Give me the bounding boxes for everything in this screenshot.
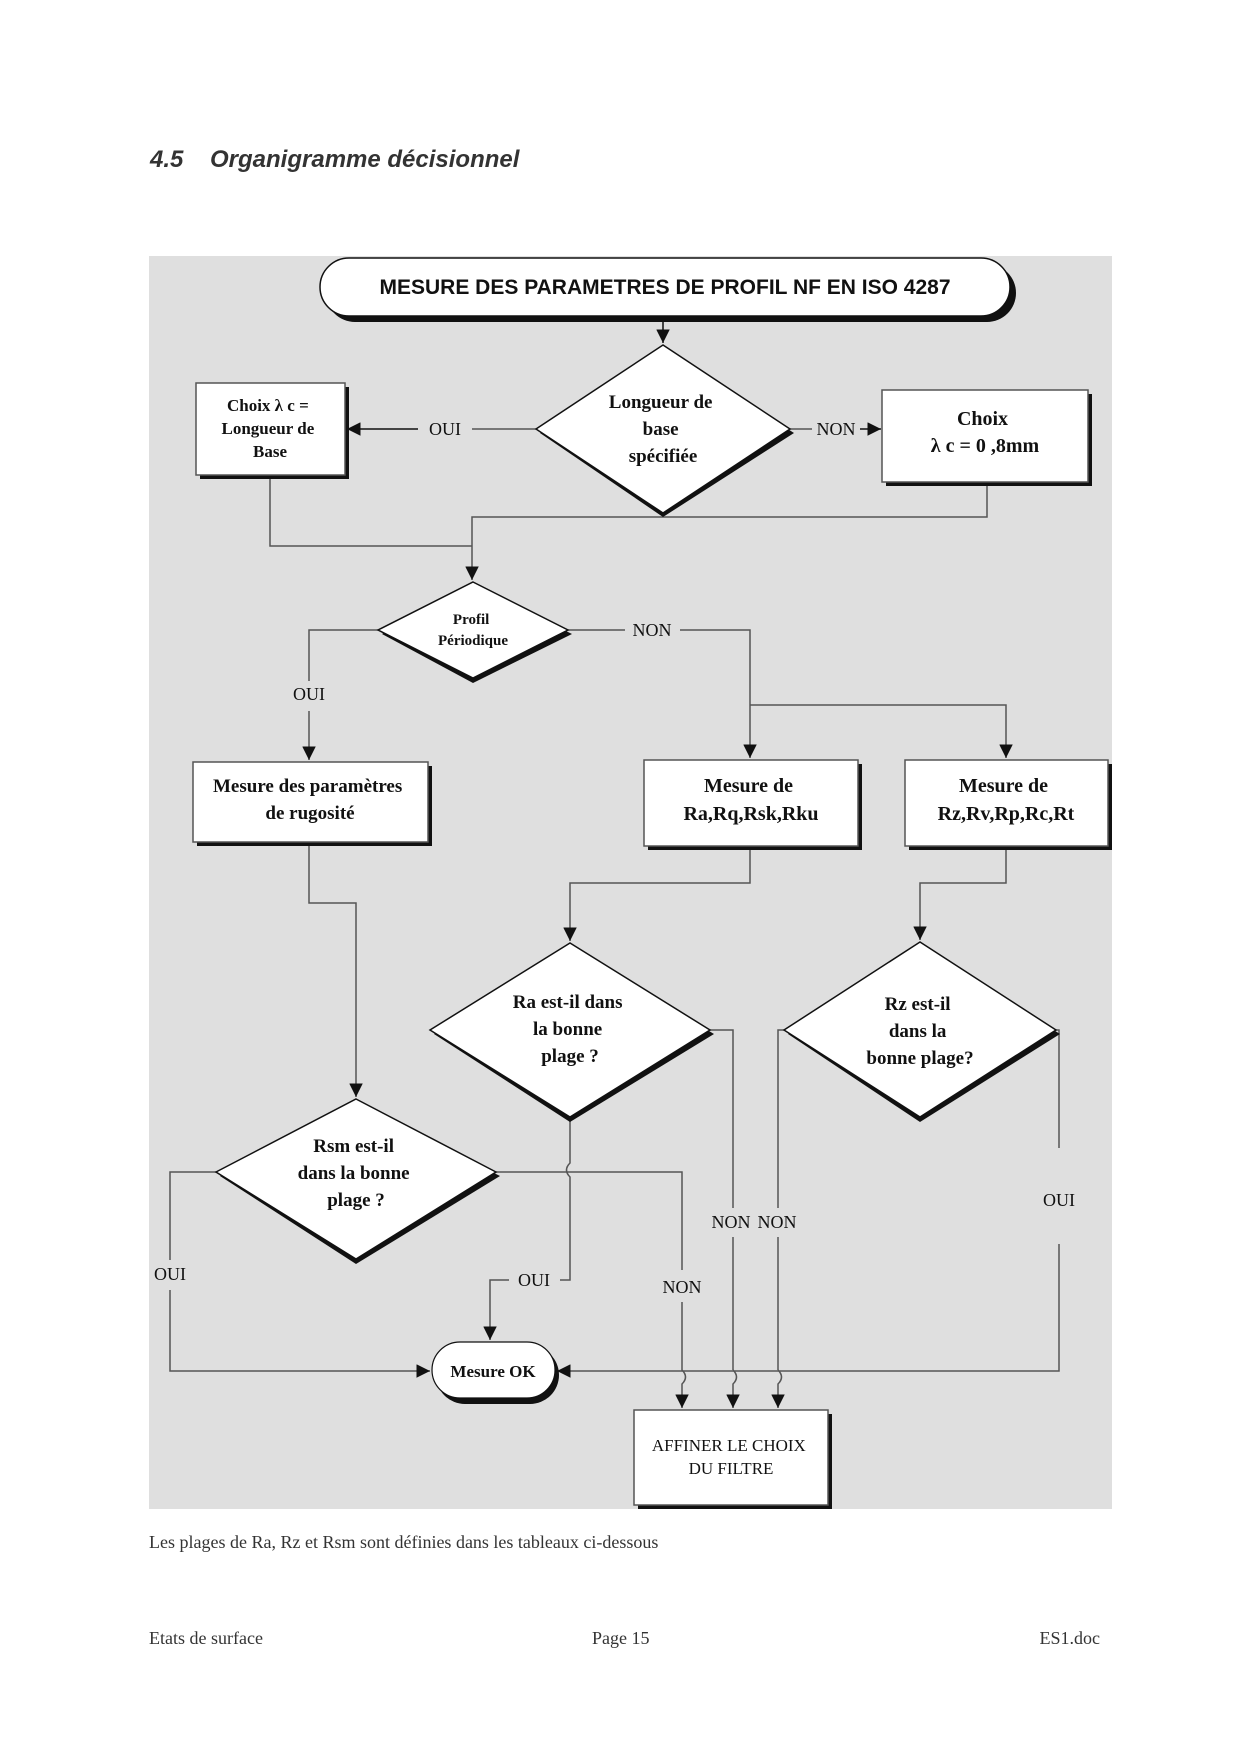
label-ra-non: NON xyxy=(712,1212,751,1232)
section-number: 4.5 xyxy=(150,146,184,173)
svg-text:Choix λ c = Longueur de: Choix λ c = Longueur de Base xyxy=(222,396,319,461)
connector-rsm-oui xyxy=(169,1171,216,1260)
label-base-non: NON xyxy=(817,419,856,439)
start-terminal: MESURE DES PARAMETRES DE PROFIL NF EN IS… xyxy=(319,257,1016,322)
decision-base-specified: Longueur de base spécifiée xyxy=(534,344,794,517)
decision-base-line2: base xyxy=(643,419,679,440)
label-base-oui: OUI xyxy=(429,419,461,439)
box-mesure-rugosite: Mesure des paramètres de rugosité xyxy=(192,761,432,846)
svg-text:AFFINER LE CHOIX DU FILT: AFFINER LE CHOIX DU FILTRE xyxy=(652,1436,810,1478)
connector-choix-base-merge xyxy=(269,475,472,547)
connector-rsm-non xyxy=(496,1171,683,1270)
label-rz-oui: OUI xyxy=(1043,1190,1075,1210)
label-periodique-oui: OUI xyxy=(293,684,325,704)
connector-periodique-oui xyxy=(308,629,378,681)
box-mesure-ra: Mesure de Ra,Rq,Rsk,Rku xyxy=(643,759,862,850)
svg-text:Mesure de Ra,Rq,Rsk,Rku: Mesure de Ra,Rq,Rsk,Rku xyxy=(683,775,818,825)
svg-text:Rsm est-il dans la bonne: Rsm est-il dans la bonne plage ? xyxy=(298,1136,415,1211)
decision-profil-periodique: Profil Périodique xyxy=(376,581,572,683)
footer-filename: ES1.doc xyxy=(1039,1628,1101,1648)
decision-base-line3: spécifiée xyxy=(629,446,698,467)
footer-page-number: Page 15 xyxy=(592,1628,650,1648)
label-periodique-non: NON xyxy=(633,620,672,640)
connector-rugosite-to-rsm xyxy=(308,842,363,1097)
svg-text:Choix λ c = 0 ,8mm: Choix λ c = 0 ,8mm xyxy=(931,408,1040,457)
decision-rz-plage: Rz est-il dans la bonne plage? xyxy=(782,941,1060,1122)
connector-ra-non xyxy=(710,1029,734,1208)
start-terminal-label: MESURE DES PARAMETRES DE PROFIL NF EN IS… xyxy=(380,276,951,299)
box-mesure-rz: Mesure de Rz,Rv,Rp,Rc,Rt xyxy=(904,759,1112,850)
label-rsm-non: NON xyxy=(663,1277,702,1297)
box-affiner-filtre: AFFINER LE CHOIX DU FILTRE xyxy=(633,1409,832,1509)
label-ra-oui: OUI xyxy=(518,1270,550,1290)
label-rz-non: NON xyxy=(758,1212,797,1232)
box-choix-longueur-base: Choix λ c = Longueur de Base xyxy=(195,382,349,479)
connector-ra-oui xyxy=(560,1118,571,1281)
caption-text: Les plages de Ra, Rz et Rsm sont définie… xyxy=(149,1532,659,1552)
decision-base-line1: Longueur de xyxy=(609,392,713,413)
decision-rsm-plage: Rsm est-il dans la bonne plage ? xyxy=(214,1098,500,1264)
connectors xyxy=(169,318,1060,1408)
connector-rz-to-decision xyxy=(913,846,1007,940)
connector-ra-to-decision xyxy=(563,846,751,941)
svg-text:Mesure des paramètres de: Mesure des paramètres de rugosité xyxy=(213,776,407,824)
section-heading: 4.5 Organigramme décisionnel xyxy=(150,146,519,174)
svg-text:Longueur de base s: Longueur de base spécifiée xyxy=(609,392,717,467)
box-choix-default: Choix λ c = 0 ,8mm xyxy=(881,389,1092,486)
svg-text:Ra est-il dans la bonne: Ra est-il dans la bonne plage ? xyxy=(513,992,628,1067)
label-rsm-oui: OUI xyxy=(154,1264,186,1284)
footer-left: Etats de surface xyxy=(149,1628,263,1648)
section-title: Organigramme décisionnel xyxy=(210,146,520,173)
svg-text:Profil Périodique: Profil Périodique xyxy=(438,612,508,649)
svg-text:Rz est-il dans la: Rz est-il dans la bonne plage? xyxy=(866,994,973,1069)
end-terminal-label: Mesure OK xyxy=(450,1362,536,1381)
svg-text:Mesure de Rz,Rv,Rp,Rc,Rt: Mesure de Rz,Rv,Rp,Rc,Rt xyxy=(938,775,1075,825)
end-terminal-mesure-ok: Mesure OK xyxy=(431,1341,559,1404)
decision-ra-plage: Ra est-il dans la bonne plage ? xyxy=(428,942,714,1122)
connector-choix-default-merge xyxy=(465,482,988,580)
connector-rz-non xyxy=(777,1029,784,1208)
